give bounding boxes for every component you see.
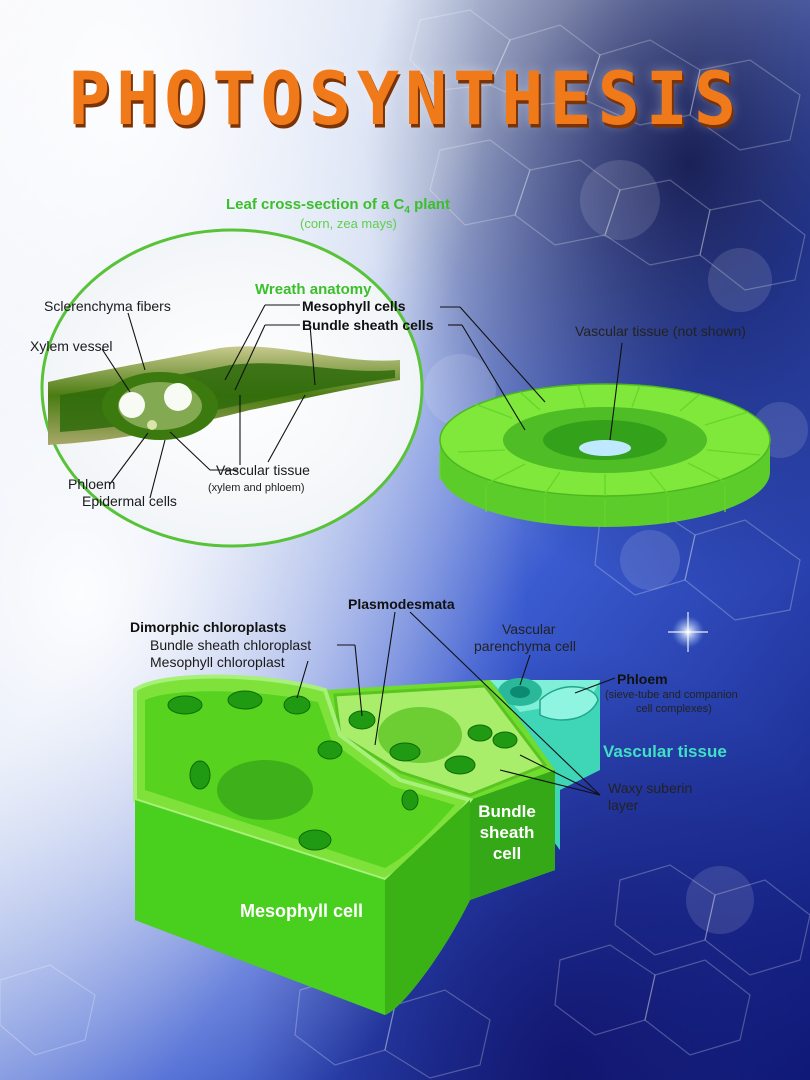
heading-text: Leaf cross-section of a C xyxy=(226,196,405,213)
label-bundle-1: Bundle xyxy=(478,802,536,821)
label-bundle-3: cell xyxy=(492,844,522,863)
heading-subscript: 4 xyxy=(404,205,410,216)
label-vascular-tissue: Vascular tissue xyxy=(216,462,310,478)
label-plasmodesmata: Plasmodesmata xyxy=(348,596,455,612)
label-phloem-right: Phloem xyxy=(617,671,668,687)
leaf-section-subheading: (corn, zea mays) xyxy=(300,216,397,231)
label-mesophyll-cell: Mesophyll cell xyxy=(240,901,364,921)
label-phloem-sub-2: cell complexes) xyxy=(636,703,712,715)
label-vascular-parenchyma-1: Vascular xyxy=(502,621,556,637)
label-epidermal: Epidermal cells xyxy=(82,493,177,509)
leaf-micrograph-circle xyxy=(40,228,424,548)
label-phloem-sub-1: (sieve-tube and companion xyxy=(605,689,738,701)
label-waxy-2: layer xyxy=(608,797,639,813)
label-wreath: Wreath anatomy xyxy=(255,281,372,298)
label-vascular-not-shown: Vascular tissue (not shown) xyxy=(575,323,746,339)
label-sclerenchyma: Sclerenchyma fibers xyxy=(44,298,171,314)
c4-cell-diagram xyxy=(133,611,616,1015)
label-bs-chloroplast: Bundle sheath chloroplast xyxy=(150,637,312,653)
label-vascular-tissue-right: Vascular tissue xyxy=(603,742,727,761)
label-xylem: Xylem vessel xyxy=(30,338,113,354)
vascular-ring-diagram xyxy=(439,306,771,527)
label-bundle-sheath-cells: Bundle sheath cells xyxy=(302,317,434,333)
label-meso-chloroplast: Mesophyll chloroplast xyxy=(150,654,285,670)
page-title: PHOTOSYNTHESIS xyxy=(67,55,742,143)
leaf-section-heading: Leaf cross-section of a C4 plant xyxy=(226,196,450,216)
label-bundle-2: sheath xyxy=(479,823,535,842)
label-mesophyll-cells: Mesophyll cells xyxy=(302,298,406,314)
heading-tail: plant xyxy=(409,196,450,213)
label-phloem: Phloem xyxy=(68,476,116,492)
label-vascular-sub: (xylem and phloem) xyxy=(208,482,305,494)
label-dimorphic: Dimorphic chloroplasts xyxy=(130,619,287,635)
label-waxy-1: Waxy suberin xyxy=(608,780,693,796)
label-vascular-parenchyma-2: parenchyma cell xyxy=(474,638,576,654)
